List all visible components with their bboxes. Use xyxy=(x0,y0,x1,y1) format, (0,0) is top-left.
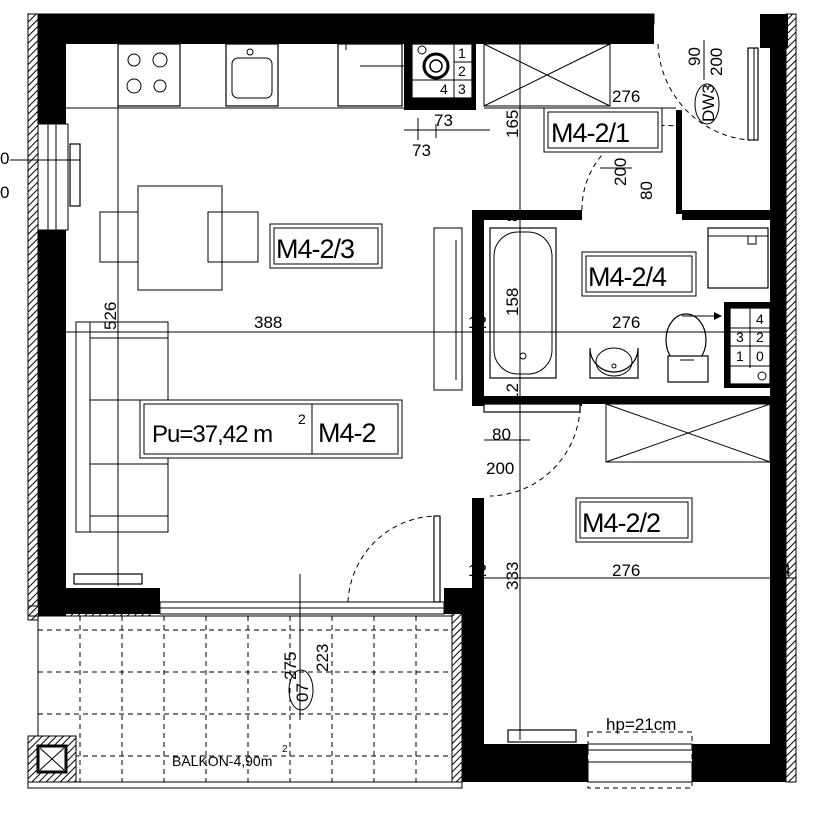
door-texts: 90 200 DW3 200 80 80 200 0 0 07 xyxy=(0,47,726,711)
kitchen-counter xyxy=(66,43,418,109)
label-apartment: M4-2 xyxy=(318,418,376,448)
door-bath-width: 80 xyxy=(637,181,656,200)
door-entry-code: DW3 xyxy=(699,84,718,122)
bath-door xyxy=(581,124,677,211)
dim-275: 275 xyxy=(281,652,300,680)
dim-276-bath: 276 xyxy=(612,313,640,332)
dim-276-bed: 276 xyxy=(612,561,640,580)
door-bed-height: 200 xyxy=(486,459,514,478)
washbasin-icon xyxy=(589,347,639,379)
kitchen-meter-box: 1 2 4 3 xyxy=(404,40,476,110)
meter-k1: 1 xyxy=(458,45,466,61)
meter-b0: 0 xyxy=(756,348,764,364)
meter-b3: 3 xyxy=(736,329,744,345)
dim-8: 8 xyxy=(503,213,522,222)
bedroom-wardrobe xyxy=(605,403,771,463)
dim-12b: 12 xyxy=(503,383,522,402)
room-labels: M4-2/3 M4-2/1 M4-2/4 M4-2/2 Pu=37,42 m 2… xyxy=(139,107,697,543)
walls xyxy=(38,14,788,782)
radiator-bedroom xyxy=(507,729,577,743)
door-bath-height: 200 xyxy=(611,158,630,186)
dimension-lines xyxy=(66,40,796,740)
entry-door xyxy=(657,43,759,141)
dim-hp: hp=21cm xyxy=(606,715,676,734)
label-bedroom: M4-2/2 xyxy=(582,508,660,538)
bedroom-door xyxy=(483,403,581,497)
tv-cabinet xyxy=(433,227,463,391)
bedroom-window xyxy=(587,731,693,789)
window-left-b: 0 xyxy=(0,183,9,202)
dining-set xyxy=(99,185,259,291)
label-hall: M4-2/1 xyxy=(551,118,629,148)
balcony-label: BALKON-4,90m xyxy=(172,753,272,769)
washing-machine-icon xyxy=(707,227,769,289)
balcony-sup: 2 xyxy=(282,744,288,755)
balcony-window xyxy=(159,601,445,615)
label-kitchen-living: M4-2/3 xyxy=(276,234,354,264)
window-left xyxy=(10,123,81,231)
meter-k3: 3 xyxy=(458,81,466,97)
dim-333: 333 xyxy=(503,562,522,590)
dim-276-hall: 276 xyxy=(612,87,640,106)
meter-k4: 4 xyxy=(440,81,448,97)
dim-73a: 73 xyxy=(434,111,453,130)
fridge-icon xyxy=(337,43,403,107)
door-bed-width: 80 xyxy=(492,425,511,444)
balcony xyxy=(27,615,463,789)
cooktop-icon xyxy=(117,43,181,107)
dim-388: 388 xyxy=(254,313,282,332)
dim-12c: 12 xyxy=(468,561,487,580)
meter-k2: 2 xyxy=(458,63,466,79)
dim-73b: 73 xyxy=(412,141,431,160)
window-left-a: 0 xyxy=(0,149,9,168)
bathtub-icon xyxy=(489,227,557,379)
dim-526: 526 xyxy=(101,302,120,330)
dim-24: 24 xyxy=(772,561,791,580)
door-entry-height: 200 xyxy=(707,48,726,76)
label-bathroom: M4-2/4 xyxy=(588,262,667,292)
dimension-texts: 276 73 73 165 8 526 388 12 158 276 12 33… xyxy=(101,87,791,734)
meter-b2: 2 xyxy=(756,329,764,345)
window-code: 07 xyxy=(293,683,312,702)
radiator-living xyxy=(73,573,143,585)
dim-158: 158 xyxy=(503,288,522,316)
bath-meter-box: 4 2 3 1 0 xyxy=(724,302,771,388)
dim-165: 165 xyxy=(503,110,522,138)
area-sup: 2 xyxy=(298,411,306,427)
door-entry-width: 90 xyxy=(685,47,704,66)
balcony-door-swing xyxy=(347,515,441,603)
meter-b1: 1 xyxy=(736,348,744,364)
meter-b4: 4 xyxy=(756,311,764,327)
area-label: Pu=37,42 m xyxy=(152,421,272,448)
dim-223: 223 xyxy=(313,644,332,672)
hall-wardrobe xyxy=(483,43,611,107)
bathroom-fixtures xyxy=(489,227,769,383)
dim-12a: 12 xyxy=(468,313,487,332)
